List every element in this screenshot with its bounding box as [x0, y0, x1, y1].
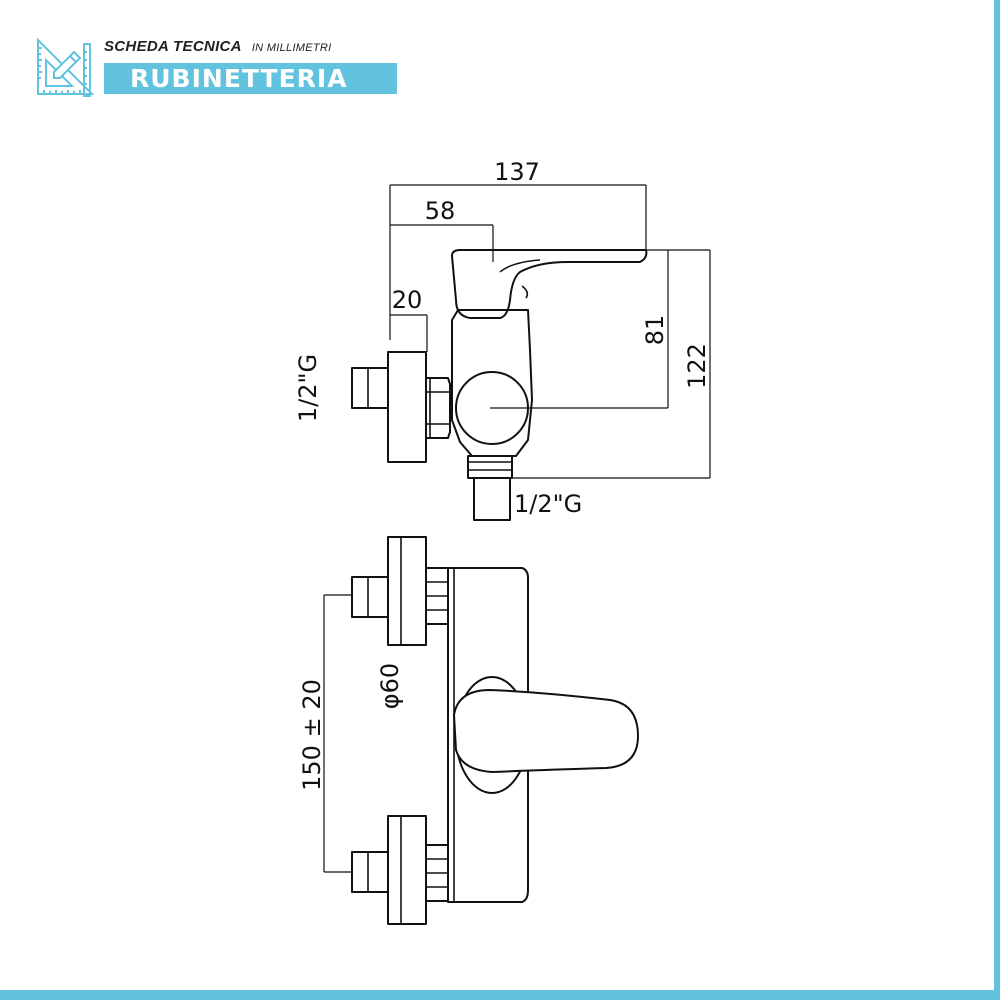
dim-flange-diameter: φ60 [376, 663, 404, 709]
dim-outlet-thread: 1/2"G [514, 490, 582, 518]
front-view [323, 536, 639, 925]
dim-center-distance: 150 ± 20 [298, 679, 326, 791]
dim-inlet-thread: 1/2"G [294, 354, 322, 422]
dim-total-height: 122 [683, 343, 711, 389]
technical-drawing-icon [37, 38, 95, 97]
units-note: IN MILLIMETRI [251, 42, 332, 54]
dim-wall-to-body: 58 [425, 197, 456, 225]
side-view [351, 184, 711, 521]
sheet-title: SCHEDA TECNICA [104, 38, 242, 55]
header-subtitle: SCHEDA TECNICA IN MILLIMETRI [104, 38, 332, 56]
dim-overall-depth: 137 [494, 158, 540, 186]
category-band: RUBINETTERIA [104, 63, 397, 94]
dim-handle-height: 81 [641, 315, 669, 346]
dim-flange-thickness: 20 [392, 286, 423, 314]
